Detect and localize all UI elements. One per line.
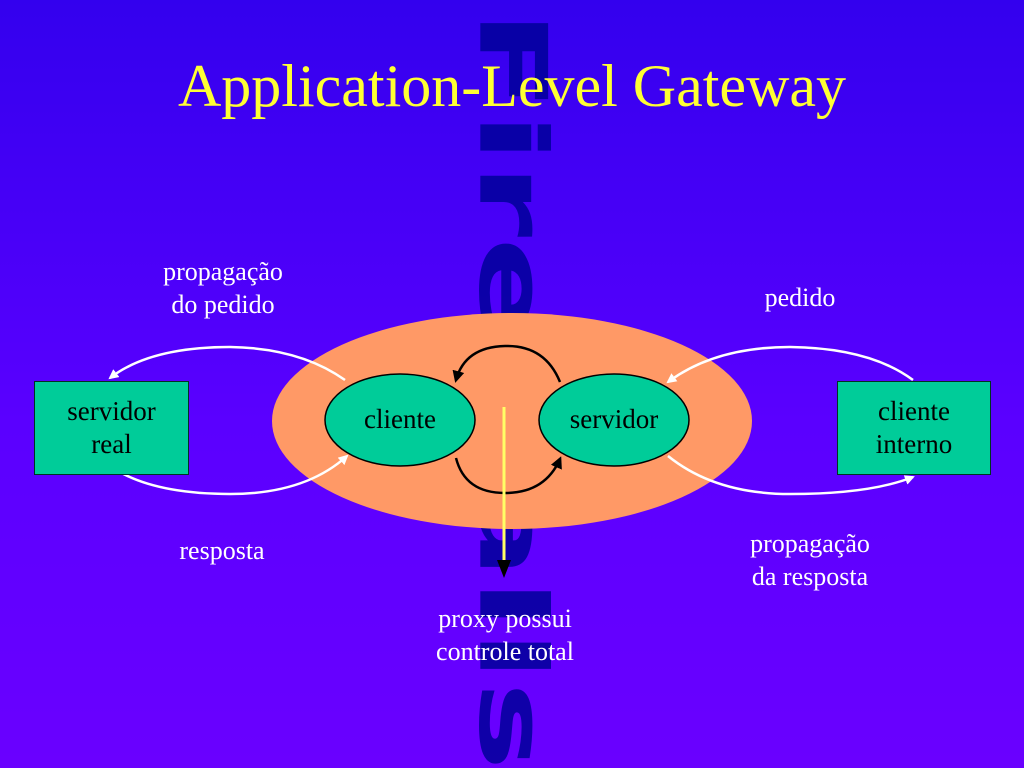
- response-label: resposta: [179, 536, 265, 565]
- internal-client-line2: interno: [875, 429, 953, 459]
- request-propagation-line2: do pedido: [171, 290, 275, 319]
- proxy-control-label: proxy possui controle total: [400, 602, 610, 668]
- request-label: pedido: [764, 283, 836, 312]
- response-propagation-line2: da resposta: [751, 562, 869, 591]
- response-propagation-arrow: [667, 455, 915, 496]
- proxy-top-arrow: [452, 344, 562, 383]
- real-server-box: servidor real: [34, 381, 189, 475]
- response-propagation-label: propagação da resposta: [710, 527, 910, 593]
- proxy-oval: [272, 313, 752, 529]
- slide-title: Application-Level Gateway: [177, 53, 847, 119]
- request-propagation-label: propagação do pedido: [128, 255, 318, 321]
- real-server-line2: real: [91, 429, 132, 459]
- proxy-server-node: [538, 373, 690, 467]
- control-arrowhead: [497, 560, 511, 578]
- proxy-server-label: servidor: [569, 404, 659, 434]
- request-arrow: [666, 345, 914, 384]
- request-propagation-line1: propagação: [163, 257, 283, 286]
- request-propagation-arrow: [108, 345, 346, 382]
- internal-client-box: cliente interno: [837, 381, 991, 475]
- proxy-control-line2: controle total: [436, 637, 574, 666]
- proxy-client-label: cliente: [364, 404, 436, 434]
- real-server-line1: servidor: [67, 396, 156, 426]
- response-propagation-line1: propagação: [750, 529, 870, 558]
- proxy-control-line1: proxy possui: [438, 604, 572, 633]
- proxy-client-node: [324, 373, 476, 467]
- internal-client-line1: cliente: [878, 396, 950, 426]
- response-arrow: [109, 454, 349, 496]
